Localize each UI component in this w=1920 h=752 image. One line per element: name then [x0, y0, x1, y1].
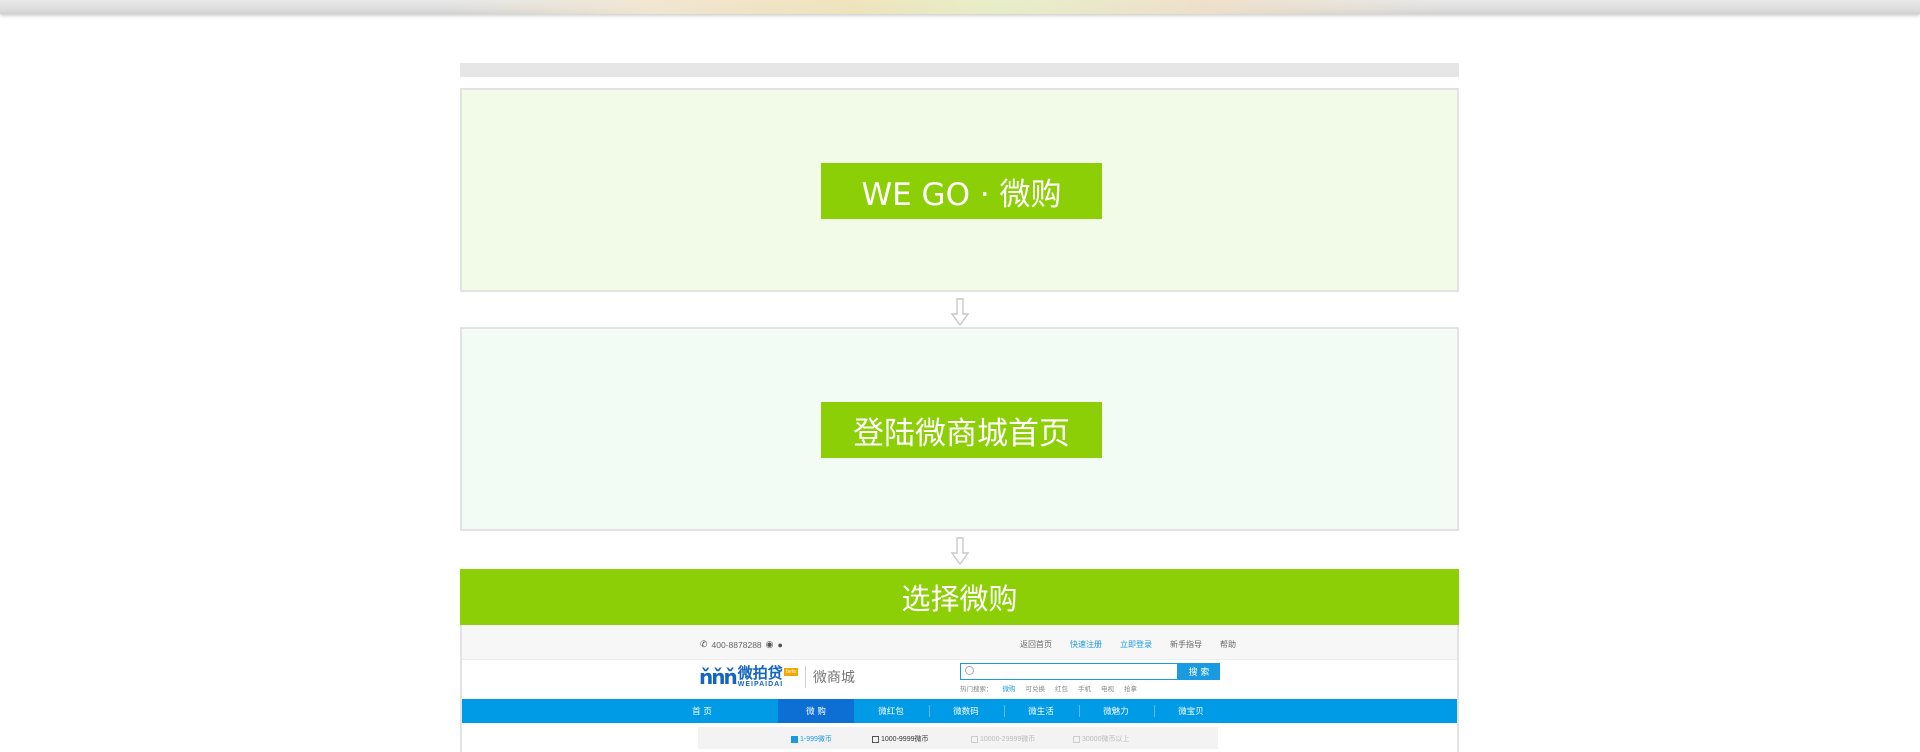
filter-label: 1000-9999微币	[881, 736, 929, 743]
nav-divider	[1154, 705, 1155, 717]
top-decor-bar	[0, 0, 1920, 14]
phone-icon: ✆	[700, 639, 708, 649]
search-icon	[965, 666, 974, 675]
down-arrow-icon	[951, 537, 969, 565]
floral-decoration	[450, 0, 1450, 14]
nav-baobei[interactable]: 微宝贝	[1178, 707, 1204, 717]
hot-term[interactable]: 手机	[1078, 686, 1091, 693]
weibo-icon[interactable]: ◉	[765, 639, 774, 649]
hot-term[interactable]: 微购	[1002, 686, 1016, 693]
hot-term[interactable]: 可兑换	[1025, 686, 1046, 693]
logo-en: WEIPAIDAI	[737, 681, 784, 688]
logo-people-icon: ňňň	[699, 665, 738, 689]
search-bar: 搜 索	[960, 663, 1220, 680]
site-screenshot: ✆ 400-8878288 ◉ ● 返回首页 快速注册 立即登录 新手指导 帮助…	[460, 625, 1459, 752]
nav-home[interactable]: 首 页	[692, 707, 712, 717]
logo-text: 微拍贷 WEIPAIDAI	[737, 664, 784, 689]
nav-divider	[929, 705, 930, 717]
main-nav: 首 页 微 购 微红包 微数码 微生活 微魅力 微宝贝	[462, 699, 1457, 723]
link-login[interactable]: 立即登录	[1120, 640, 1152, 649]
down-arrow-icon	[951, 298, 969, 326]
filter-label: 10000-29999微币	[980, 736, 1036, 743]
checkbox-icon	[791, 735, 798, 743]
nav-hongbao[interactable]: 微红包	[878, 707, 904, 717]
link-register[interactable]: 快速注册	[1070, 640, 1102, 649]
hot-searches: 热门搜索： 微购 可兑换 红包 手机 电视 抢拿	[960, 683, 1147, 693]
filter-option[interactable]: 10000-29999微币	[971, 734, 1035, 744]
site-topbar: ✆ 400-8878288 ◉ ● 返回首页 快速注册 立即登录 新手指导 帮助	[462, 625, 1457, 660]
filter-label: 30000微币以上	[1082, 736, 1130, 743]
search-input[interactable]	[960, 663, 1178, 680]
site-logo[interactable]: ňňň 微拍贷 WEIPAIDAI beta 微商城	[699, 665, 855, 689]
link-guide[interactable]: 新手指导	[1170, 640, 1202, 649]
divider-bar	[460, 63, 1459, 77]
filter-option[interactable]: 30000微币以上	[1073, 734, 1129, 744]
step-panel-2: 登陆微商城首页	[460, 327, 1459, 531]
hot-term[interactable]: 红包	[1055, 686, 1068, 693]
step-panel-1: WE GO · 微购	[460, 88, 1459, 292]
step-2-label: 登陆微商城首页	[821, 402, 1102, 458]
price-filter: 1-999微币 1000-9999微币 10000-29999微币 30000微…	[698, 727, 1218, 749]
nav-shenghuo[interactable]: 微生活	[1028, 707, 1054, 717]
logo-beta-tag: beta	[784, 668, 798, 676]
logo-cn: 微拍贷	[737, 664, 783, 682]
hot-label: 热门搜索：	[960, 686, 993, 693]
nav-weigou[interactable]: 微 购	[778, 699, 854, 723]
link-home[interactable]: 返回首页	[1020, 640, 1052, 649]
checkbox-icon	[872, 735, 879, 743]
site-subtitle: 微商城	[812, 670, 855, 686]
wechat-icon[interactable]: ●	[777, 639, 783, 650]
top-links: 返回首页 快速注册 立即登录 新手指导 帮助	[1020, 639, 1254, 650]
filter-label: 1-999微币	[800, 736, 832, 743]
filter-option[interactable]: 1000-9999微币	[872, 734, 928, 744]
checkbox-icon	[971, 735, 978, 743]
phone-info: ✆ 400-8878288 ◉ ●	[700, 639, 783, 650]
step-1-label: WE GO · 微购	[821, 163, 1102, 219]
hot-term[interactable]: 电视	[1101, 686, 1114, 693]
checkbox-icon	[1073, 735, 1080, 743]
step-3-banner: 选择微购	[460, 569, 1459, 625]
nav-divider	[1004, 705, 1005, 717]
hot-term[interactable]: 抢拿	[1124, 686, 1137, 693]
search-button[interactable]: 搜 索	[1178, 663, 1220, 680]
nav-meili[interactable]: 微魅力	[1103, 707, 1129, 717]
nav-shuma[interactable]: 微数码	[953, 707, 979, 717]
logo-separator	[804, 666, 806, 688]
nav-divider	[1079, 705, 1080, 717]
link-help[interactable]: 帮助	[1220, 640, 1236, 649]
filter-option[interactable]: 1-999微币	[791, 734, 832, 744]
phone-number: 400-8878288	[711, 639, 762, 650]
